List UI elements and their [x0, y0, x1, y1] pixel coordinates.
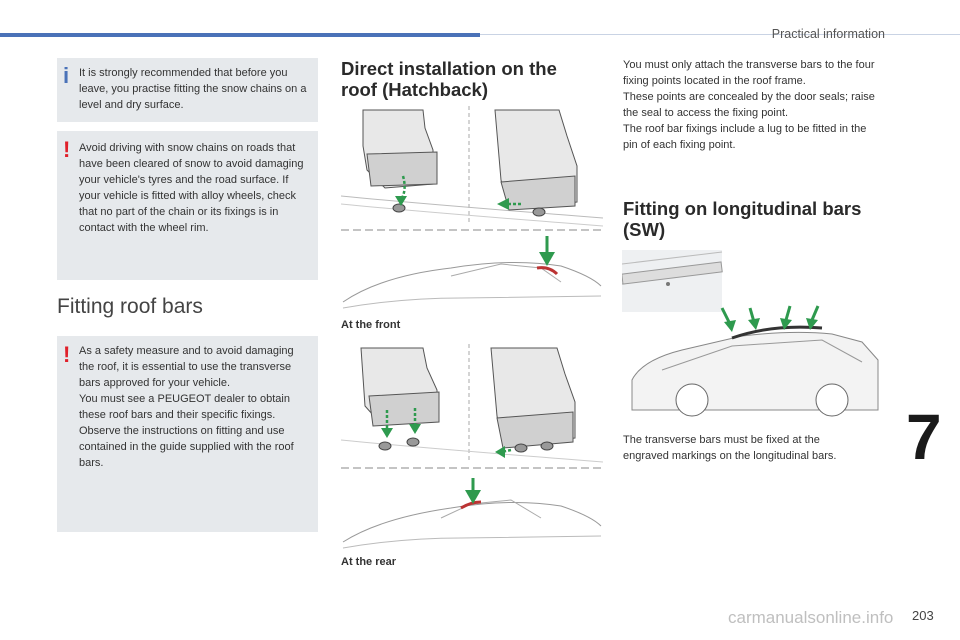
watermark: carmanualsonline.info — [728, 608, 894, 627]
warning-note-box-roofbars: ! As a safety measure and to avoid damag… — [57, 336, 318, 532]
header-accent-bar — [0, 33, 480, 37]
info-note-text: It is strongly recommended that before y… — [79, 67, 307, 111]
sw-longitudinal-bars-illustration — [622, 250, 879, 417]
section-title: Practical information — [771, 27, 885, 41]
warning-roofbars-line: You must see a PEUGEOT dealer to obtain … — [79, 393, 290, 421]
warning-roads-text: Avoid driving with snow chains on roads … — [79, 142, 304, 234]
chapter-number: 7 — [906, 401, 942, 473]
caption-front: At the front — [341, 319, 401, 331]
warning-roofbars-line: As a safety measure and to avoid damagin… — [79, 345, 294, 389]
front-fixing-illustration — [341, 106, 603, 231]
warning-note-box-roads: ! Avoid driving with snow chains on road… — [57, 131, 318, 280]
heading-direct-installation: Direct installation on the roof (Hatchba… — [341, 58, 557, 100]
attach-line: These points are concealed by the door s… — [623, 91, 875, 119]
attach-paragraph: You must only attach the transverse bars… — [623, 57, 883, 153]
warning-roofbars-text: As a safety measure and to avoid damagin… — [79, 343, 308, 471]
header-divider — [480, 34, 960, 35]
warning-roofbars-line: Observe the instructions on fitting and … — [79, 425, 294, 469]
attach-line: You must only attach the transverse bars… — [623, 59, 875, 87]
info-icon: i — [63, 63, 70, 88]
caption-rear: At the rear — [341, 556, 397, 568]
engraved-paragraph: The transverse bars must be fixed at the… — [623, 434, 837, 462]
rear-fixing-illustration — [341, 344, 603, 469]
hatchback-car-rear — [342, 478, 602, 549]
page-number: 203 — [912, 608, 934, 623]
hatchback-car-front — [342, 236, 602, 309]
warning-icon: ! — [63, 137, 71, 162]
heading-longitudinal: Fitting on longitudinal bars (SW) — [623, 198, 862, 240]
heading-fitting-roof-bars: Fitting roof bars — [57, 295, 203, 318]
attach-line: The roof bar fixings include a lug to be… — [623, 123, 867, 151]
warning-icon: ! — [63, 342, 71, 367]
info-note-box: i It is strongly recommended that before… — [57, 58, 318, 122]
